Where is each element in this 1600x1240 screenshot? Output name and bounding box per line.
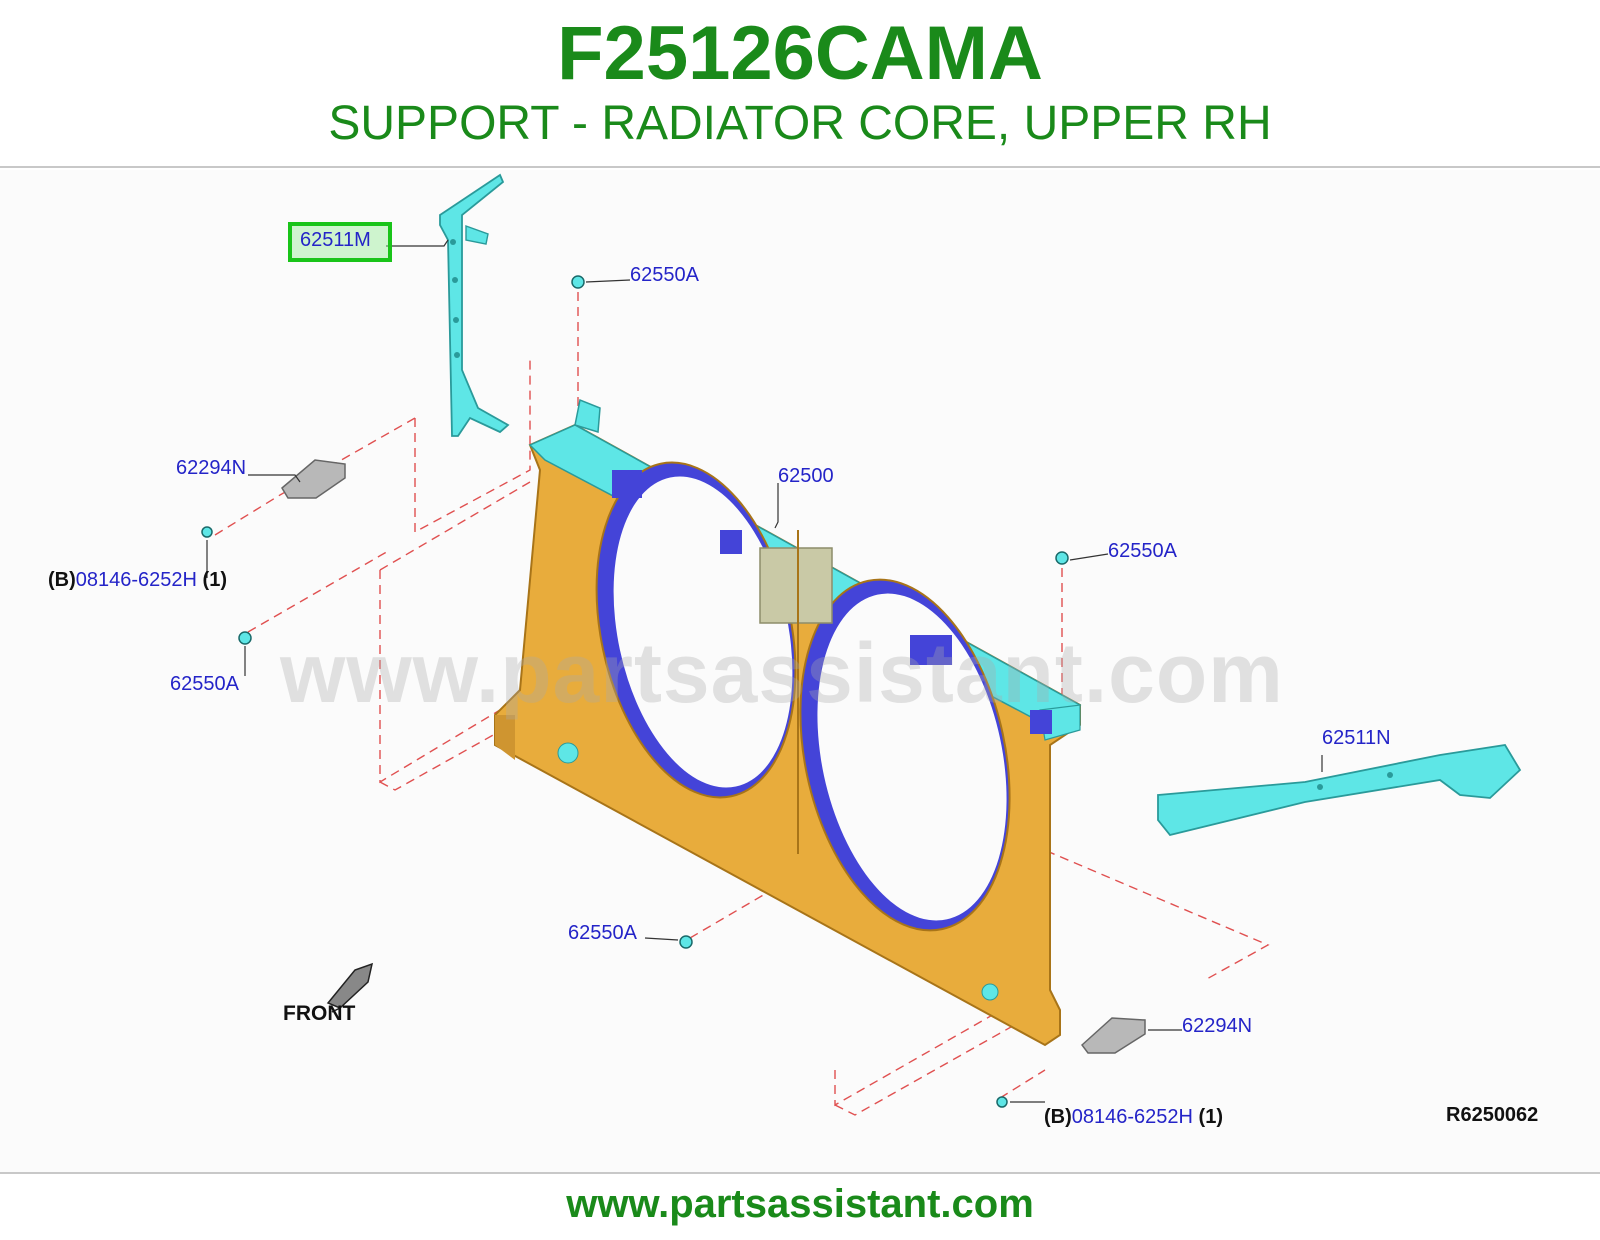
radiator-core-support-frame bbox=[494, 398, 1082, 1047]
qty-left: (1) bbox=[202, 569, 227, 591]
part-description: SUPPORT - RADIATOR CORE, UPPER RH bbox=[328, 97, 1272, 150]
parts-diagram: www.partsassistant.com 62511M 62550A 622… bbox=[0, 170, 1600, 1172]
mount-bracket-right bbox=[1080, 1017, 1146, 1054]
callout-62511M[interactable]: 62511M bbox=[300, 229, 371, 251]
upper-rh-bracket bbox=[439, 173, 510, 437]
watermark: www.partsassistant.com bbox=[280, 626, 1284, 720]
qty-right: (1) bbox=[1198, 1106, 1223, 1128]
callout-62294N-left[interactable]: 62294N bbox=[176, 457, 247, 479]
callout-62550A-top[interactable]: 62550A bbox=[630, 264, 699, 286]
fasteners bbox=[201, 275, 1069, 1108]
footer-url[interactable]: www.partsassistant.com bbox=[566, 1182, 1034, 1226]
part-number-title: F25126CAMA bbox=[557, 11, 1043, 96]
diagram-reference: R6250062 bbox=[1446, 1104, 1539, 1126]
diagram-illustration bbox=[201, 173, 1522, 1116]
mount-bracket-left bbox=[281, 459, 346, 499]
callout-62511N[interactable]: 62511N bbox=[1322, 727, 1391, 749]
callout-08146-right[interactable]: (B)08146-6252H (1) bbox=[1044, 1105, 1223, 1129]
lower-bracket bbox=[1157, 744, 1522, 837]
footer-divider bbox=[0, 1172, 1600, 1174]
b-prefix-left: (B) bbox=[48, 569, 76, 591]
highlight-box bbox=[288, 222, 392, 262]
callout-08146-left-number: 08146-6252H bbox=[75, 569, 197, 591]
header-divider bbox=[0, 166, 1600, 168]
header: F25126CAMA SUPPORT - RADIATOR CORE, UPPE… bbox=[0, 0, 1600, 168]
front-arrow-icon bbox=[326, 962, 374, 1013]
callout-08146-right-number: 08146-6252H bbox=[1071, 1106, 1193, 1128]
b-prefix-right: (B) bbox=[1044, 1106, 1072, 1128]
leader-lines bbox=[206, 239, 1323, 1103]
callout-62550A-right[interactable]: 62550A bbox=[1108, 540, 1177, 562]
callout-08146-left[interactable]: (B)08146-6252H (1) bbox=[48, 568, 227, 592]
callout-62550A-bottom[interactable]: 62550A bbox=[568, 922, 637, 944]
front-label: FRONT bbox=[283, 1002, 356, 1025]
callout-62294N-right[interactable]: 62294N bbox=[1182, 1015, 1253, 1037]
assembly-guide-lines bbox=[214, 292, 1270, 1116]
callout-62500[interactable]: 62500 bbox=[778, 465, 834, 487]
callout-62550A-left[interactable]: 62550A bbox=[170, 673, 239, 695]
